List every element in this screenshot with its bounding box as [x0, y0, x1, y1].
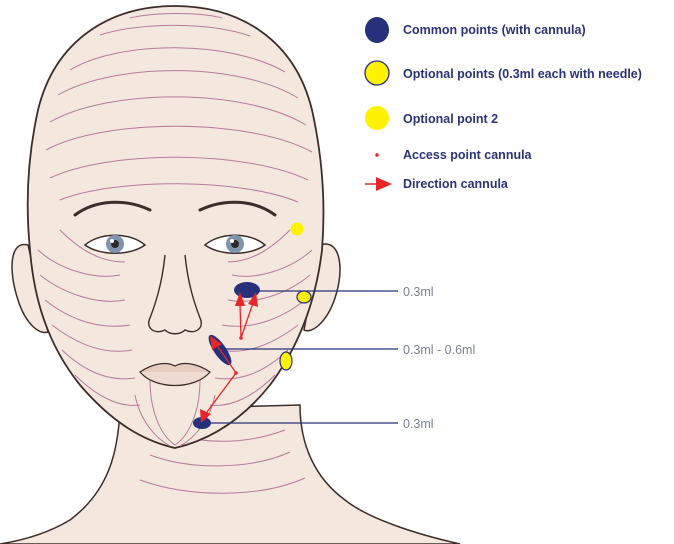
legend-optional2-marker [365, 106, 389, 130]
cheek-dose-label: 0.3ml [403, 285, 434, 299]
legend-optional-marker [365, 61, 389, 85]
legend-access-marker [375, 153, 379, 157]
optional-point-2-temple [291, 223, 304, 236]
optional-point-jaw [280, 352, 292, 370]
legend-common-label: Common points (with cannula) [403, 23, 586, 37]
legend-access-label: Access point cannula [403, 148, 533, 162]
chin-dose-label: 0.3ml [403, 417, 434, 431]
nasolabial-dose-label: 0.3ml - 0.6ml [403, 343, 475, 357]
legend-optional-label: Optional points (0.3ml each with needle) [403, 67, 642, 81]
optional-point-cheek [297, 291, 311, 303]
legend-direction-label: Direction cannula [403, 177, 509, 191]
legend-common-marker [365, 17, 389, 43]
legend-optional2-label: Optional point 2 [403, 112, 498, 126]
